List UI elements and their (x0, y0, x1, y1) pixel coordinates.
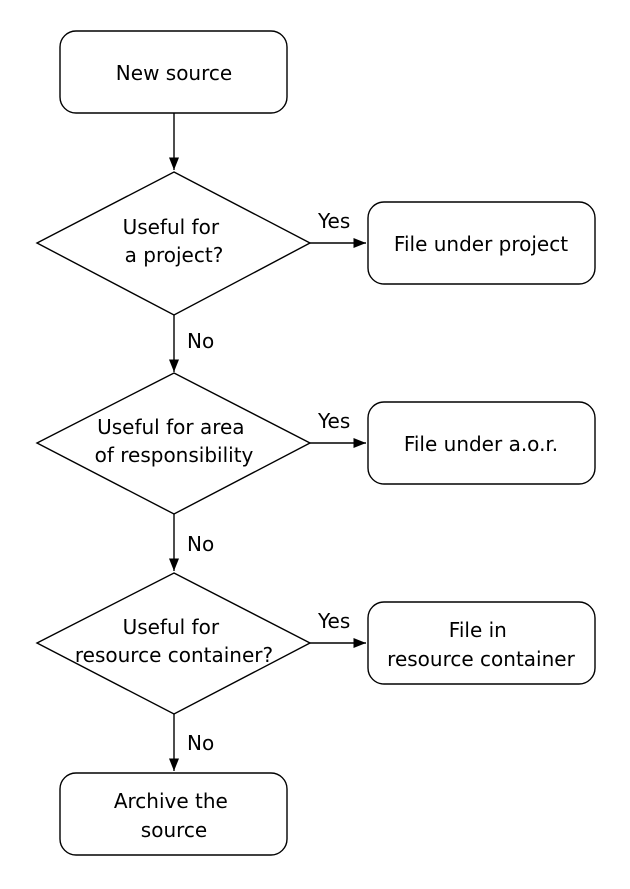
svg-text:Useful for a project?: Useful for a project? (123, 215, 226, 267)
svg-text:New source: New source (116, 61, 232, 85)
node-file-under-project-line: File under project (394, 232, 568, 256)
svg-text:Useful for area of respo: Useful for area of responsibility (95, 415, 254, 467)
svg-text:File under project: File under project (394, 232, 568, 256)
node-file-in-resource-line-2: resource container (387, 647, 575, 671)
label-no-resource: No (187, 731, 214, 755)
decision-project: Useful for a project? (35, 171, 312, 316)
label-yes-area: Yes (317, 409, 350, 433)
node-file-in-resource-container: File in resource container (367, 601, 596, 685)
decision-project-line-1: Useful for (123, 215, 220, 239)
node-file-under-aor: File under a.o.r. (367, 401, 596, 485)
label-yes-project: Yes (317, 209, 350, 233)
node-archive-source: Archive the source (59, 772, 288, 856)
decision-resource-line-1: Useful for (123, 615, 220, 639)
svg-text:Archive the source: Archive the source (114, 789, 234, 842)
node-archive-line-1: Archive the (114, 789, 228, 813)
decision-area-line-2: of responsibility (95, 443, 254, 467)
node-file-under-project: File under project (367, 201, 596, 285)
svg-text:File under a.o.r.: File under a.o.r. (404, 432, 558, 456)
svg-text:File in resource contain: File in resource container (387, 618, 575, 671)
label-no-area: No (187, 532, 214, 556)
decision-resource-line-2: resource container? (75, 643, 273, 667)
node-new-source-line: New source (116, 61, 232, 85)
label-no-project: No (187, 329, 214, 353)
decision-project-line-2: a project? (125, 243, 224, 267)
label-yes-resource: Yes (317, 609, 350, 633)
node-file-in-resource-line-1: File in (449, 618, 507, 642)
node-file-under-aor-line: File under a.o.r. (404, 432, 558, 456)
decision-area-line-1: Useful for area (97, 415, 244, 439)
decision-area: Useful for area of responsibility (35, 372, 312, 515)
node-new-source: New source (59, 30, 288, 114)
svg-text:Useful for resource cont: Useful for resource container? (75, 615, 273, 667)
decision-resource: Useful for resource container? (35, 572, 312, 715)
node-archive-line-2: source (141, 818, 207, 842)
